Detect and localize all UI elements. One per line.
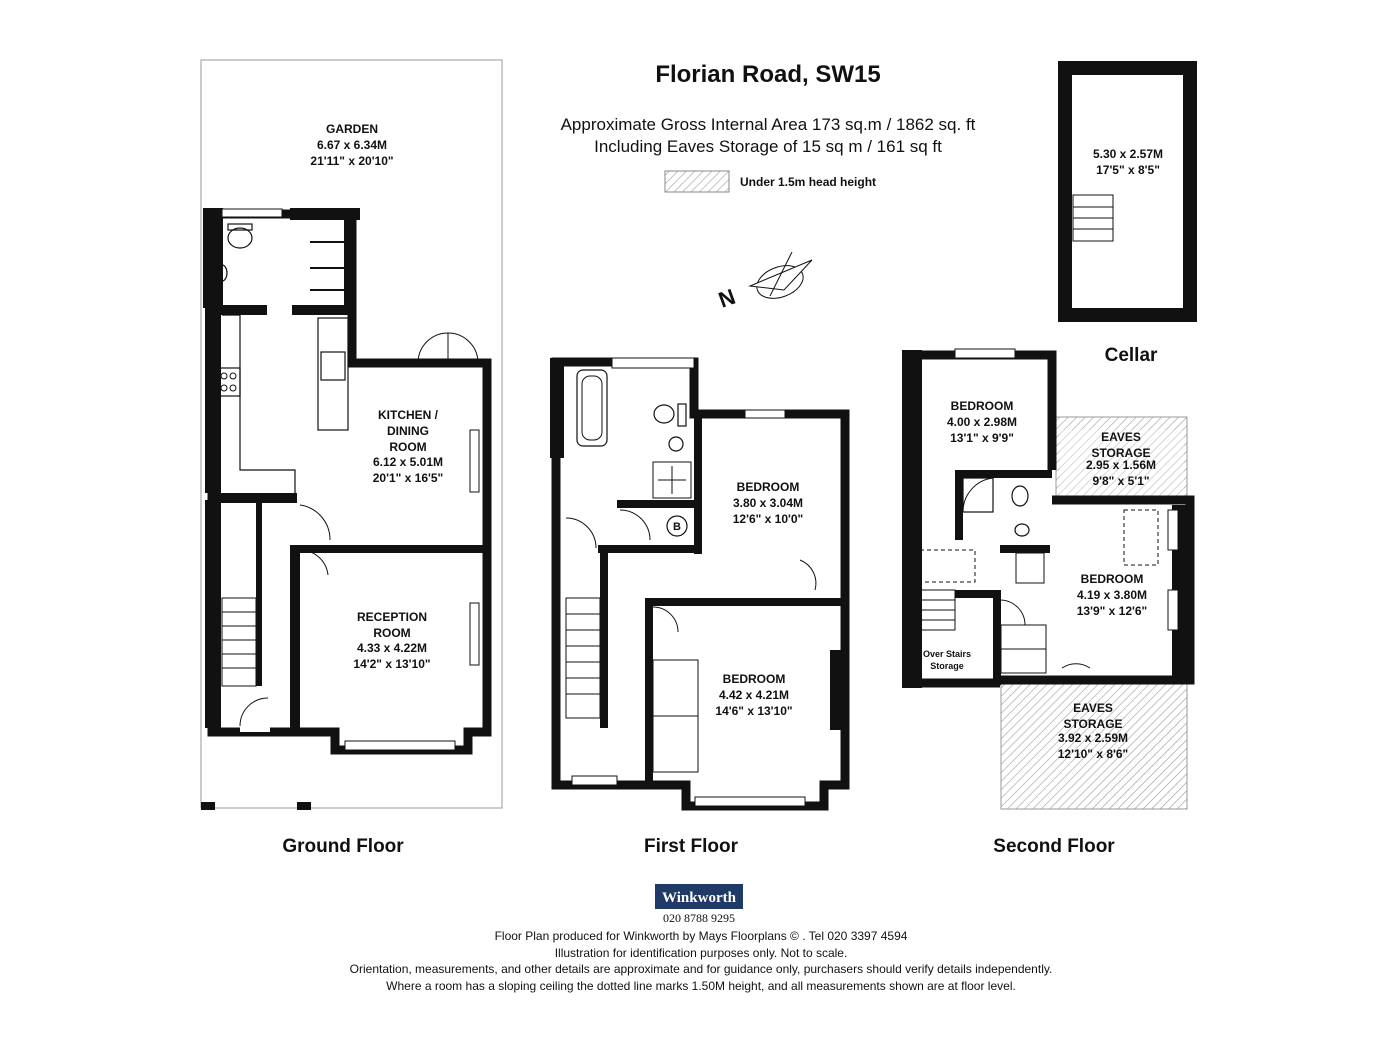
first-floor-plan: B [550, 357, 850, 811]
ff-bedroom-lower-imperial: 14'6" x 13'10" [715, 704, 792, 718]
compass-icon: N [715, 251, 813, 313]
sf-eaves-top-label: EAVES [1101, 430, 1141, 444]
eaves-line: Including Eaves Storage of 15 sq m / 161… [594, 137, 942, 156]
legend-swatch [664, 170, 730, 193]
sf-bedroom-right-label: BEDROOM [1081, 572, 1144, 586]
kitchen-label-2: DINING [387, 424, 429, 438]
sf-bedroom-top-label: BEDROOM [951, 399, 1014, 413]
ground-floor-title: Ground Floor [282, 836, 404, 857]
ff-bedroom-upper-label: BEDROOM [737, 480, 800, 494]
winkworth-logo-text: Winkworth [662, 890, 737, 906]
sf-eaves-top-label-2: STORAGE [1091, 446, 1150, 460]
sf-eaves-bottom-label-2: STORAGE [1063, 717, 1122, 731]
garden-metric: 6.67 x 6.34M [317, 138, 387, 152]
sf-bedroom-top-imperial: 13'1" x 9'9" [950, 431, 1014, 445]
kitchen-imperial: 20'1" x 16'5" [373, 471, 443, 485]
boiler-label: B [673, 521, 681, 533]
winkworth-logo [655, 884, 743, 909]
ff-bedroom-lower-label: BEDROOM [723, 672, 786, 686]
sf-bedroom-top-metric: 4.00 x 2.98M [947, 415, 1017, 429]
area-line: Approximate Gross Internal Area 173 sq.m… [561, 115, 976, 134]
sf-bedroom-right-imperial: 13'9" x 12'6" [1077, 604, 1147, 618]
kitchen-label-3: ROOM [389, 440, 426, 454]
sf-eaves-bottom-imperial: 12'10" x 8'6" [1058, 747, 1128, 761]
footer-line-1: Floor Plan produced for Winkworth by May… [495, 929, 908, 943]
reception-label-1: RECEPTION [357, 610, 427, 624]
reception-imperial: 14'2" x 13'10" [353, 657, 430, 671]
footer-line-4: Where a room has a sloping ceiling the d… [386, 979, 1016, 993]
sf-eaves-top-metric: 2.95 x 1.56M [1086, 458, 1156, 472]
second-floor-title: Second Floor [993, 836, 1115, 857]
cellar-metric: 5.30 x 2.57M [1093, 147, 1163, 161]
sf-eaves-bottom-label: EAVES [1073, 701, 1113, 715]
footer-line-3: Orientation, measurements, and other det… [350, 962, 1053, 976]
over-stairs-label-1: Over Stairs [923, 649, 971, 659]
second-floor-plan [902, 348, 1195, 810]
sf-eaves-top-imperial: 9'8" x 5'1" [1092, 474, 1149, 488]
garden-area [200, 59, 503, 809]
plan-title: Florian Road, SW15 [655, 61, 880, 88]
reception-label-2: ROOM [373, 626, 410, 640]
sf-eaves-bottom-metric: 3.92 x 2.59M [1058, 731, 1128, 745]
over-stairs-label-2: Storage [930, 661, 964, 671]
legend-label: Under 1.5m head height [740, 175, 876, 189]
sf-bedroom-right-metric: 4.19 x 3.80M [1077, 588, 1147, 602]
winkworth-phone: 020 8788 9295 [663, 911, 735, 925]
compass-letter: N [715, 284, 738, 313]
footer-line-2: Illustration for identification purposes… [555, 946, 848, 960]
kitchen-label-1: KITCHEN / [378, 408, 439, 422]
cellar-plan [1058, 61, 1197, 322]
cellar-imperial: 17'5" x 8'5" [1096, 163, 1160, 177]
reception-metric: 4.33 x 4.22M [357, 641, 427, 655]
first-floor-title: First Floor [644, 836, 739, 857]
garden-imperial: 21'11" x 20'10" [310, 154, 393, 168]
garden-label: GARDEN [326, 122, 378, 136]
ground-floor-plan [200, 59, 503, 810]
ff-bedroom-upper-imperial: 12'6" x 10'0" [733, 512, 803, 526]
kitchen-metric: 6.12 x 5.01M [373, 455, 443, 469]
ff-bedroom-lower-metric: 4.42 x 4.21M [719, 688, 789, 702]
cellar-title: Cellar [1105, 345, 1158, 366]
ff-bedroom-upper-metric: 3.80 x 3.04M [733, 496, 803, 510]
